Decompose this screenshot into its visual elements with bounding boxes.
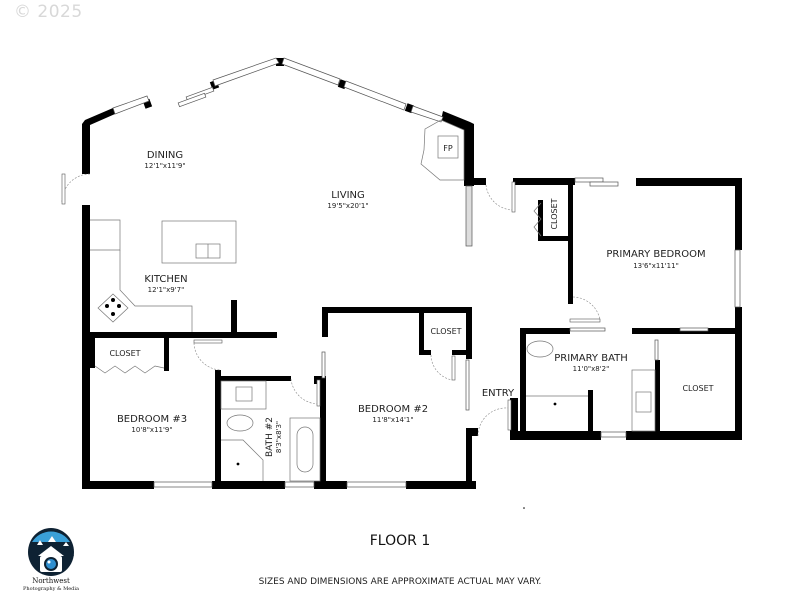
primary-closet-label: CLOSET	[682, 384, 713, 393]
bedroom2-closet-label: CLOSET	[430, 327, 461, 336]
bedroom3-label: BEDROOM #3	[117, 414, 187, 425]
dining-dimensions: 12'1"x11'9"	[144, 162, 185, 170]
bedroom2-dimensions: 11'8"x14'1"	[372, 416, 413, 424]
fixtures	[90, 119, 656, 482]
brand-tagline: Photography & Media	[23, 586, 79, 592]
kitchen-dimensions: 12'1"x9'7"	[148, 286, 185, 294]
bedroom3-closet-label: CLOSET	[109, 349, 140, 358]
kitchen-label: KITCHEN	[144, 274, 187, 285]
entry-label: ENTRY	[482, 388, 515, 399]
burners	[105, 298, 663, 509]
primary-bedroom-dimensions: 13'6"x11'11"	[633, 262, 679, 270]
living-label: LIVING	[331, 190, 365, 201]
bedroom3-dimensions: 10'8"x11'9"	[131, 426, 172, 434]
door-leaves	[61, 173, 601, 431]
hall-closet-label: CLOSET	[550, 198, 559, 229]
room-labels: DINING 12'1"x11'9" LIVING 19'5"x20'1" FP…	[109, 144, 713, 457]
door-swings	[61, 173, 601, 437]
bath2-dimensions: 8'3"x8'3"	[275, 421, 283, 453]
floor-plan: DINING 12'1"x11'9" LIVING 19'5"x20'1" FP…	[61, 57, 742, 509]
camera-mountain-icon	[28, 528, 74, 576]
northwest-photography-logo: Northwest Photography & Media	[20, 528, 80, 598]
copyright-watermark: © 2025	[14, 2, 83, 22]
living-dimensions: 19'5"x20'1"	[327, 202, 368, 210]
primary-bath-label: PRIMARY BATH	[554, 353, 628, 364]
primary-bedroom-label: PRIMARY BEDROOM	[606, 249, 705, 260]
floor-title: FLOOR 1	[369, 533, 431, 549]
bath2-label: BATH #2	[265, 417, 275, 457]
windows	[112, 57, 741, 488]
bedroom2-label: BEDROOM #2	[358, 404, 428, 415]
disclaimer: SIZES AND DIMENSIONS ARE APPROXIMATE ACT…	[258, 577, 542, 587]
fireplace-label: FP	[443, 144, 453, 153]
dining-label: DINING	[147, 150, 183, 161]
primary-bath-dimensions: 11'0"x8'2"	[573, 365, 610, 373]
brand-name: Northwest	[32, 577, 70, 585]
